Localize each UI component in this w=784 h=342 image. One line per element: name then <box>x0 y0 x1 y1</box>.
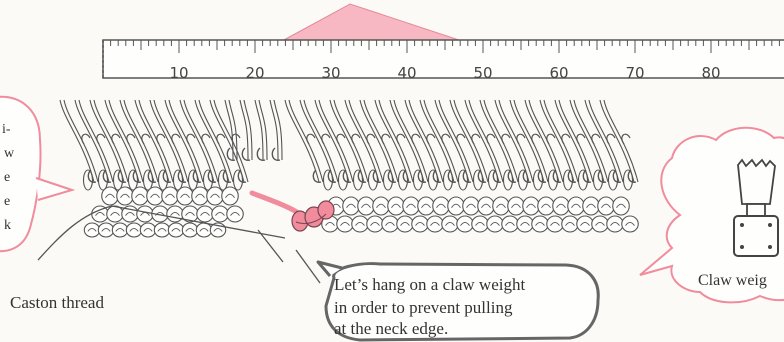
left-bubble-text-1: i- <box>2 122 11 137</box>
claw-weight-label: Claw weig <box>698 272 767 289</box>
tick-label-80: 80 <box>701 64 720 82</box>
left-speech-bubble: i- w e e k <box>0 97 72 251</box>
tick-label-50: 50 <box>473 64 492 82</box>
callout-bubble: Let’s hang on a claw weight in order to … <box>318 262 598 340</box>
thread-callout-line <box>296 250 320 283</box>
left-bubble-text-4: e <box>4 194 10 209</box>
left-bubble-text-3: e <box>4 170 10 185</box>
left-bubble-text-2: w <box>4 146 15 161</box>
carriage-triangle <box>282 4 462 41</box>
tick-label-60: 60 <box>549 64 568 82</box>
callout-line-1: Let’s hang on a claw weight <box>334 275 525 294</box>
tick-label-10: 10 <box>169 64 188 82</box>
callout-line-3: at the neck edge. <box>334 319 448 338</box>
tick-label-20: 20 <box>245 64 264 82</box>
ruler-frame <box>103 40 784 78</box>
left-bubble-text-5: k <box>4 218 11 233</box>
tick-label-40: 40 <box>397 64 416 82</box>
right-cloud-bubble: Claw weig <box>640 128 784 303</box>
tick-label-30: 30 <box>321 64 340 82</box>
needle-ruler: 10 20 30 40 50 60 70 80 <box>103 40 784 82</box>
caston-thread-label: Caston thread <box>10 293 104 312</box>
tick-label-70: 70 <box>625 64 644 82</box>
callout-line-2: in order to prevent pulling <box>334 298 513 317</box>
